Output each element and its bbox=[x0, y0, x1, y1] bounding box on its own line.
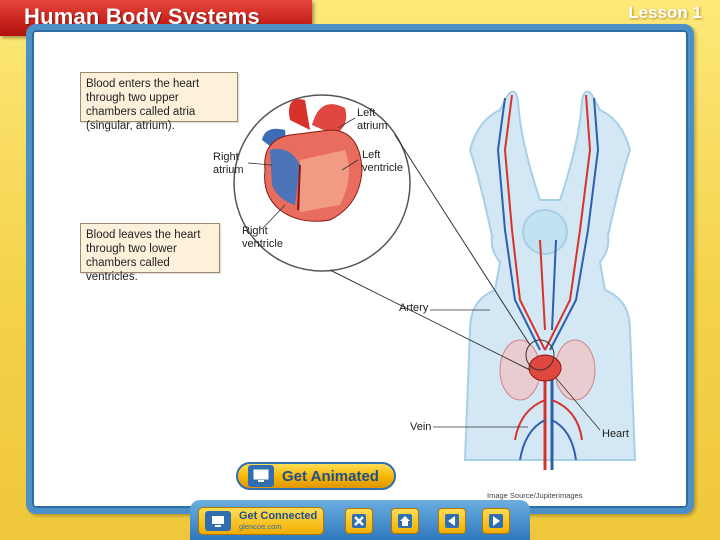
lungs bbox=[499, 339, 596, 401]
leader-lines bbox=[247, 117, 601, 431]
get-connected-url: glencoe.com bbox=[239, 522, 282, 531]
close-button[interactable] bbox=[345, 508, 373, 534]
label-right-atrium: Right atrium bbox=[213, 151, 244, 176]
label-right-ventricle: Right ventricle bbox=[242, 225, 283, 250]
callout-ventricles: Blood leaves the heart through two lower… bbox=[80, 223, 220, 283]
body-silhouette bbox=[463, 90, 637, 461]
label-heart: Heart bbox=[602, 428, 629, 440]
get-connected-button[interactable]: Get Connected glencoe.com bbox=[198, 507, 324, 535]
get-animated-label: Get Animated bbox=[282, 467, 379, 485]
heart-cross-section bbox=[262, 99, 363, 222]
computer-icon bbox=[248, 465, 274, 487]
close-icon bbox=[352, 514, 366, 528]
next-button[interactable] bbox=[482, 508, 510, 534]
label-artery: Artery bbox=[399, 302, 429, 314]
previous-icon bbox=[445, 514, 459, 528]
get-connected-label: Get Connected bbox=[239, 510, 318, 522]
zoom-connector-top bbox=[394, 134, 531, 346]
label-left-atrium: Left atrium bbox=[357, 107, 388, 132]
get-animated-button[interactable]: Get Animated bbox=[236, 462, 396, 490]
next-icon bbox=[489, 514, 503, 528]
circulatory-system-illustration bbox=[233, 90, 637, 470]
lesson-label: Lesson 1 bbox=[628, 3, 702, 22]
computer-icon bbox=[205, 511, 231, 531]
callout-atria: Blood enters the heart through two upper… bbox=[80, 72, 238, 132]
heart-highlight-circle bbox=[525, 339, 555, 371]
label-left-ventricle: Left ventricle bbox=[362, 149, 403, 174]
home-icon bbox=[398, 514, 412, 528]
image-credit: Image Source/Jupiterimages bbox=[487, 491, 583, 500]
label-vein: Vein bbox=[410, 421, 432, 433]
zoom-connector-bottom bbox=[329, 269, 531, 371]
previous-button[interactable] bbox=[438, 508, 466, 534]
home-button[interactable] bbox=[391, 508, 419, 534]
vessels bbox=[496, 94, 600, 470]
